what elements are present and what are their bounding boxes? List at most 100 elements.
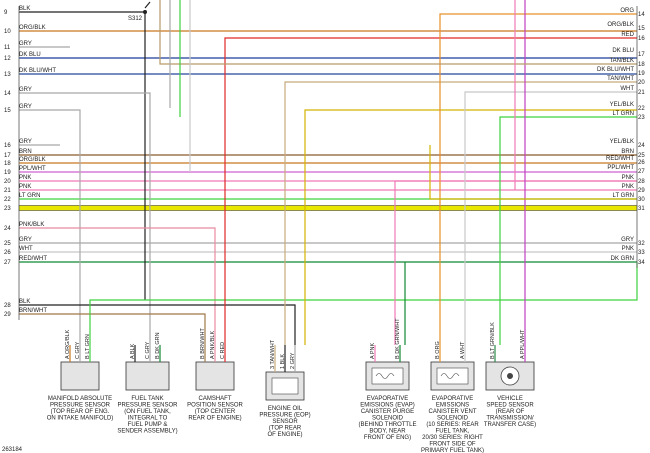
component-caption-line: FRONT OF ENG) <box>364 435 411 441</box>
right-pin-number: 14 <box>638 12 645 18</box>
left-pin-number: 25 <box>4 241 11 247</box>
coil-winding <box>440 373 460 379</box>
diagram-code: 263184 <box>2 447 23 453</box>
right-pin-number: 15 <box>638 26 645 32</box>
component-caption-line: INTEGRAL TO <box>128 416 168 422</box>
component-caption-line: CANISTER VENT <box>428 409 476 415</box>
right-pin-number: 20 <box>638 80 645 86</box>
left-wire-label: DK BLU/WHT <box>19 68 56 74</box>
pin-label: 2 GRY <box>290 352 296 369</box>
right-wire-label: PNK <box>622 246 634 252</box>
pin-label: B DK GRN <box>155 332 161 359</box>
right-pin-number: 17 <box>638 52 645 58</box>
component-body <box>60 361 100 391</box>
component-caption-line: EMISSIONS (EVAP) <box>360 403 415 409</box>
component-caption-line: (10 SERIES: REAR <box>426 422 479 428</box>
wire-yel-blk-22 <box>304 109 637 345</box>
solenoid-coil <box>371 367 404 385</box>
pin-label: C GRY <box>75 341 81 359</box>
component-caption-line: PRESSURE SENSOR <box>117 403 178 409</box>
right-pin-number: 33 <box>638 250 645 256</box>
component-caption-line: PRIMARY FUEL TANK) <box>421 448 484 453</box>
component-caption-line: FRONT SIDE OF <box>429 442 476 448</box>
pin-label: A WHT <box>460 341 466 359</box>
left-wire-label: DK BLU <box>19 52 41 58</box>
right-wire-label: BRN <box>621 149 634 155</box>
right-wire-label: DK BLU <box>612 48 634 54</box>
wire-pnk-blk-24 <box>19 227 216 345</box>
component-caption-line: EVAPORATIVE <box>367 396 408 402</box>
right-pin-number: 19 <box>638 71 645 77</box>
component-caption-line: (TOP REAR OF ENG. <box>51 409 110 415</box>
left-wire-label: GRY <box>19 104 32 110</box>
left-wire-label: GRY <box>19 87 32 93</box>
component-caption-line: SOLENOID <box>437 416 469 422</box>
left-wire-label: WHT <box>19 246 33 252</box>
right-pin-number: 21 <box>638 90 645 96</box>
wire-yel-bus <box>18 205 638 211</box>
left-wire-label: BLK <box>19 299 30 305</box>
gear-hub <box>507 373 513 379</box>
right-pin-number: 27 <box>638 169 645 175</box>
component-caption-line: CAMSHAFT <box>199 396 232 402</box>
component-caption-line: FUEL PUMP & <box>128 422 168 428</box>
coil-winding <box>375 373 395 379</box>
splice-dot <box>143 10 147 14</box>
left-wire-label: GRY <box>19 41 32 47</box>
component-caption-line: CANISTER PURGE <box>361 409 414 415</box>
solenoid-coil <box>436 367 469 385</box>
wire-wht-21 <box>464 91 637 345</box>
right-wire-label: GRY <box>621 237 634 243</box>
right-pin-number: 23 <box>638 115 645 121</box>
pin-label: A BLK <box>130 343 136 359</box>
right-wire-label: RED/WHT <box>606 156 634 162</box>
component-caption-line: PRESSURE (EOP) <box>259 413 310 419</box>
left-pin-number: 20 <box>4 179 11 185</box>
left-pin-number: 13 <box>4 72 11 78</box>
component-body <box>195 361 235 391</box>
right-pin-number: 30 <box>638 197 645 203</box>
left-wire-label: GRY <box>19 237 32 243</box>
pin-label: B LT GRN/BLK <box>490 322 496 359</box>
right-wire-label: RED <box>621 32 634 38</box>
right-pin-number: 34 <box>638 260 645 266</box>
ground-splice: S312 <box>128 10 147 22</box>
left-wire-label: LT GRN <box>19 193 40 199</box>
ground-splice-label: S312 <box>128 16 143 22</box>
right-pin-number: 22 <box>638 106 645 112</box>
component-caption-line: EVAPORATIVE <box>432 396 473 402</box>
component-caption-line: POSITION SENSOR <box>187 403 243 409</box>
component-body <box>125 361 170 391</box>
pin-label: C RED <box>220 342 226 359</box>
component-caption-line: SENDER ASSEMBLY) <box>117 429 177 435</box>
component-caption-line: PRESSURE SENSOR <box>50 403 111 409</box>
wire-lt-grn-map <box>89 262 638 345</box>
component-caption-line: BODY, NEAR <box>369 429 406 435</box>
pin-label: A PPL/WHT <box>520 329 526 359</box>
left-wire-label: ORG/BLK <box>19 25 46 31</box>
wire-org-14 <box>439 13 637 345</box>
wire-red-16 <box>224 37 637 345</box>
right-wire-label: PNK <box>622 175 634 181</box>
component-caption-line: (BEHIND THROTTLE <box>359 422 417 428</box>
pin-label: B DK GRN/WHT <box>395 318 401 359</box>
left-pin-number: 9 <box>4 10 8 16</box>
left-pin-number: 29 <box>4 312 11 318</box>
left-pin-number: 16 <box>4 143 11 149</box>
right-wire-label: PNK <box>622 184 634 190</box>
left-pin-number: 11 <box>4 45 11 51</box>
component-caption-line: OF ENGINE) <box>267 432 302 438</box>
right-wire-label: DK BLU/WHT <box>597 67 634 73</box>
pin-label: 1 BLK <box>280 354 286 369</box>
component-caption-line: ENGINE OIL <box>268 406 303 412</box>
pin-label: A PNK <box>370 342 376 359</box>
wire-brn-wht-29 <box>19 313 206 345</box>
component-caption-line: (TOP CENTER <box>195 409 236 415</box>
pin-label: 3 TAN/WHT <box>270 339 276 369</box>
